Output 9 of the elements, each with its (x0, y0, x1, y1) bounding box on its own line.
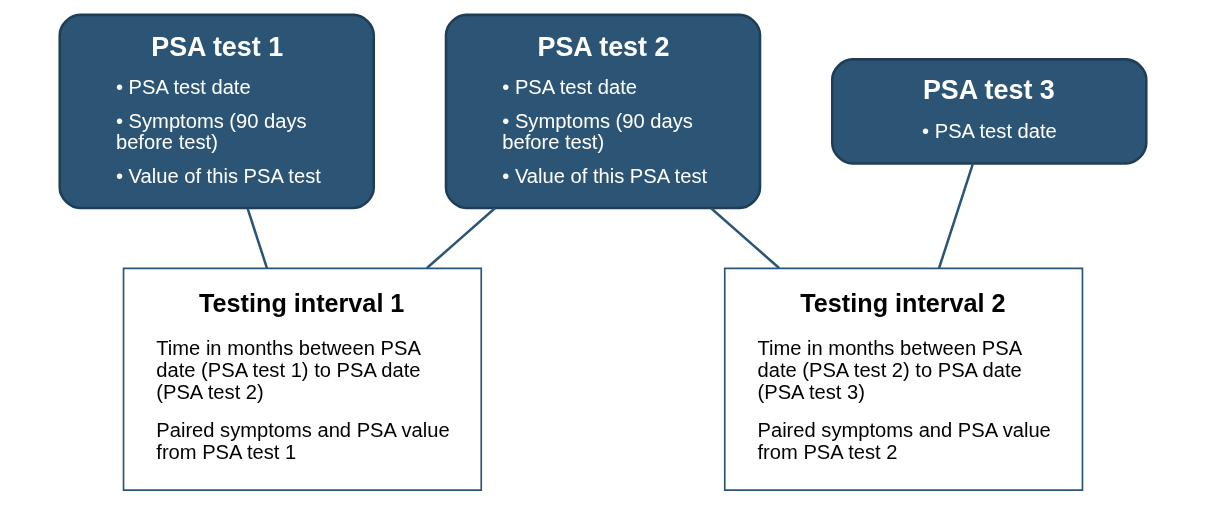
node-box: PSA test 1 • PSA test date • Symptoms (90 days before test) • Value of this PSA test (57, 13, 375, 210)
node-box: Testing interval 1 Time in months between PSA date (PSA test 1) to PSA date (PSA test 2) Paired symptoms and PSA value from PSA test 1 (122, 267, 482, 491)
connector (245, 208, 268, 269)
node-box: PSA test 3 • PSA test date (830, 58, 1148, 165)
node-box: PSA test 2 • PSA test date • Symptoms (90 days before test) • Value of this PSA test (444, 13, 761, 210)
node-box: Testing interval 2 Time in months between PSA date (PSA test 2) to PSA date (PSA test 3) Paired symptoms and PSA value from PSA test 2 (723, 267, 1083, 491)
connector (425, 207, 496, 269)
connector (709, 207, 780, 269)
connector (937, 163, 974, 269)
